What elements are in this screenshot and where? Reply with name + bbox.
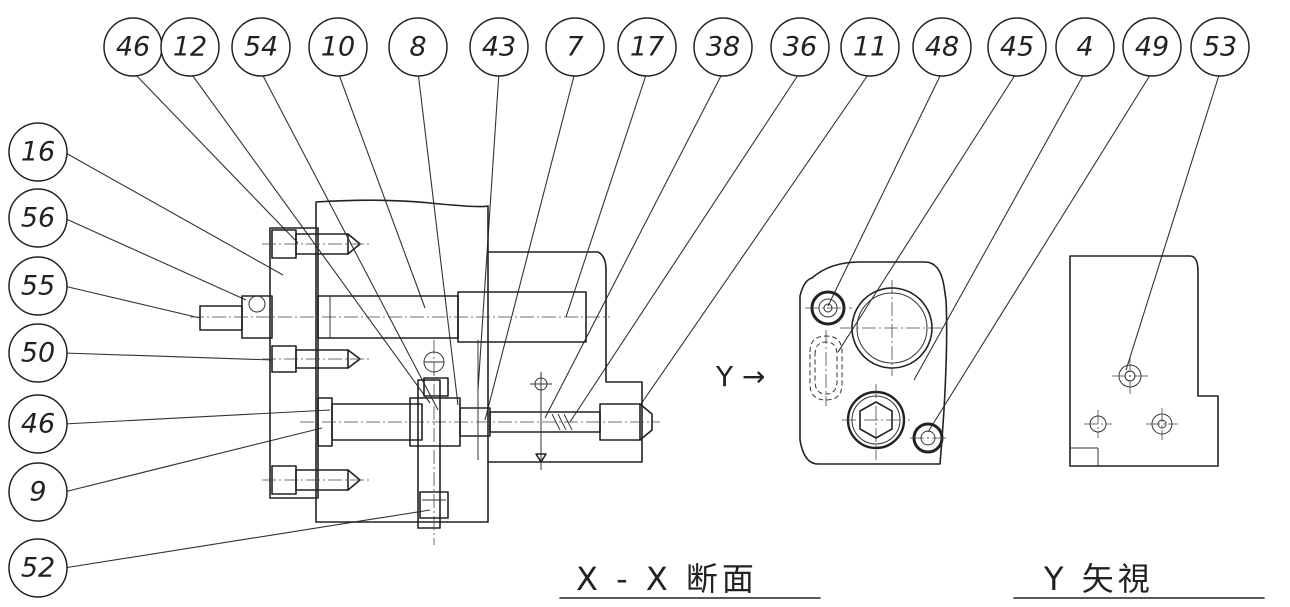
balloon-circle — [8, 122, 68, 182]
part-balloon: 36 — [770, 17, 830, 77]
balloon-circle — [160, 17, 220, 77]
balloon-circle — [8, 462, 68, 522]
balloon-number: 46 — [21, 409, 55, 440]
balloon-number: 17 — [630, 32, 664, 63]
balloon-number: 49 — [1135, 32, 1169, 63]
part-balloon: 9 — [8, 462, 68, 522]
balloon-number: 55 — [21, 271, 55, 302]
section-caption: X - X 断面 — [576, 560, 758, 598]
balloon-circle — [1055, 17, 1115, 77]
balloon-circle — [8, 394, 68, 454]
part-balloon: 38 — [693, 17, 753, 77]
part-balloon: 50 — [8, 323, 68, 383]
balloon-circle — [8, 538, 68, 598]
balloon-number: 56 — [21, 203, 55, 234]
balloon-number: 54 — [244, 32, 278, 63]
balloon-circle — [469, 17, 529, 77]
balloons-top: 46 12 54 10 8 43 7 17 38 36 11 48 45 4 49 53 — [103, 17, 1250, 77]
balloons-left: 16 56 55 50 46 9 52 — [8, 122, 68, 598]
y-view — [1069, 255, 1219, 467]
balloon-circle — [987, 17, 1047, 77]
part-balloon: 45 — [987, 17, 1047, 77]
view-caption: Y 矢視 — [1043, 560, 1154, 598]
balloon-number: 53 — [1203, 32, 1237, 63]
part-balloon: 12 — [160, 17, 220, 77]
balloon-number: 9 — [29, 477, 46, 508]
part-balloon: 10 — [308, 17, 368, 77]
part-balloon: 17 — [617, 17, 677, 77]
part-balloon: 7 — [545, 17, 605, 77]
balloon-circle — [840, 17, 900, 77]
part-balloon: 16 — [8, 122, 68, 182]
section-view-xx — [190, 199, 660, 545]
balloon-circle — [308, 17, 368, 77]
balloon-number: 50 — [21, 338, 55, 369]
end-view — [799, 261, 948, 465]
balloon-circle — [770, 17, 830, 77]
balloon-number: 45 — [1000, 32, 1034, 63]
part-balloon: 48 — [912, 17, 972, 77]
balloon-circle — [617, 17, 677, 77]
balloon-number: 38 — [706, 32, 740, 63]
part-balloon: 46 — [8, 394, 68, 454]
balloon-circle — [8, 256, 68, 316]
balloon-circle — [1122, 17, 1182, 77]
balloon-circle — [231, 17, 291, 77]
balloon-number: 16 — [21, 137, 55, 168]
balloon-number: 12 — [173, 32, 207, 63]
balloon-number: 7 — [566, 32, 583, 63]
balloon-circle — [693, 17, 753, 77]
balloon-number: 43 — [482, 32, 516, 63]
balloon-number: 11 — [853, 32, 887, 63]
part-balloon: 46 — [103, 17, 163, 77]
balloon-number: 36 — [783, 32, 817, 63]
part-balloon: 8 — [388, 17, 448, 77]
part-balloon: 52 — [8, 538, 68, 598]
part-balloon: 54 — [231, 17, 291, 77]
balloon-number: 46 — [116, 32, 150, 63]
part-balloon: 4 — [1055, 17, 1115, 77]
part-balloon: 11 — [840, 17, 900, 77]
balloon-number: 48 — [925, 32, 959, 63]
balloon-number: 8 — [409, 32, 426, 63]
balloon-circle — [8, 323, 68, 383]
part-balloon: 43 — [469, 17, 529, 77]
part-balloon: 53 — [1190, 17, 1250, 77]
balloon-number: 4 — [1076, 32, 1093, 63]
balloon-circle — [1190, 17, 1250, 77]
balloon-circle — [388, 17, 448, 77]
part-balloon: 49 — [1122, 17, 1182, 77]
balloon-circle — [912, 17, 972, 77]
balloon-number: 10 — [321, 32, 355, 63]
leader-lines — [63, 71, 1221, 569]
balloon-circle — [8, 188, 68, 248]
part-balloon: 55 — [8, 256, 68, 316]
balloon-circle — [545, 17, 605, 77]
balloon-number: 52 — [21, 553, 55, 584]
view-arrow-label: Y → — [715, 360, 765, 393]
part-balloon: 56 — [8, 188, 68, 248]
